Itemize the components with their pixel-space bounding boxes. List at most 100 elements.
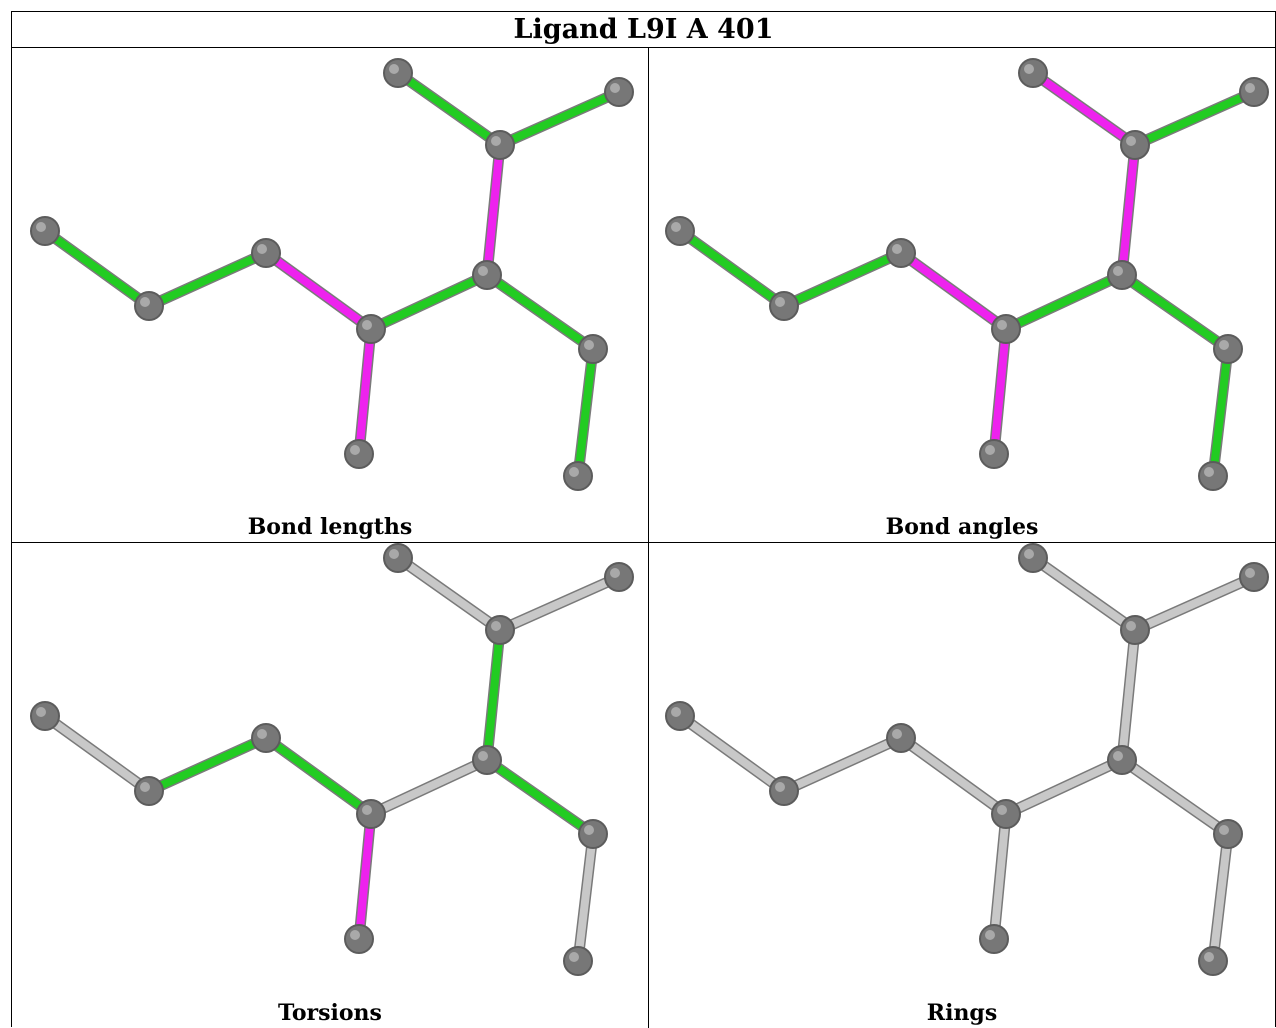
bond xyxy=(1118,626,1139,764)
bond xyxy=(394,554,504,634)
panel-bond-angles: Bond angles xyxy=(649,48,1275,543)
bond xyxy=(780,249,905,310)
atom xyxy=(886,723,916,753)
atom xyxy=(1018,543,1048,573)
bonds-group xyxy=(674,552,1260,967)
atom-highlight xyxy=(610,568,620,578)
bond xyxy=(1029,554,1139,634)
bond xyxy=(367,271,491,333)
atom xyxy=(769,776,799,806)
atom xyxy=(383,58,413,88)
atom-highlight xyxy=(1113,751,1123,761)
atom xyxy=(1120,130,1150,160)
atom xyxy=(1239,562,1269,592)
bond xyxy=(1209,345,1232,480)
bond xyxy=(483,271,597,353)
atom-highlight xyxy=(985,445,995,455)
atom xyxy=(472,745,502,775)
atom xyxy=(578,334,608,364)
atom xyxy=(356,314,386,344)
atom-highlight xyxy=(584,825,594,835)
atom xyxy=(485,130,515,160)
atom-highlight xyxy=(478,751,488,761)
bond xyxy=(676,227,788,310)
bond xyxy=(1002,756,1126,818)
atom-highlight xyxy=(36,707,46,717)
atom xyxy=(30,701,60,731)
bond xyxy=(1209,830,1232,965)
bond xyxy=(496,573,623,634)
bond xyxy=(483,626,504,764)
atom-highlight xyxy=(671,707,681,717)
bond xyxy=(1118,141,1139,279)
bond xyxy=(145,249,270,310)
atom xyxy=(251,723,281,753)
atom-highlight xyxy=(389,549,399,559)
bond xyxy=(1131,88,1258,149)
atom xyxy=(472,260,502,290)
bonds-group xyxy=(39,67,625,482)
atom-highlight xyxy=(569,952,579,962)
bond xyxy=(1131,573,1258,634)
atom xyxy=(485,615,515,645)
atom-highlight xyxy=(389,64,399,74)
bond xyxy=(41,712,153,795)
atom xyxy=(30,216,60,246)
atom xyxy=(578,819,608,849)
atom-highlight xyxy=(1024,549,1034,559)
atom-highlight xyxy=(671,222,681,232)
atom-highlight xyxy=(478,266,488,276)
atom-highlight xyxy=(997,320,1007,330)
panel-caption-rings: Rings xyxy=(926,1000,998,1026)
atom-highlight xyxy=(892,244,902,254)
atom-highlight xyxy=(892,729,902,739)
atom-highlight xyxy=(1245,83,1255,93)
atom xyxy=(1107,260,1137,290)
atom xyxy=(991,314,1021,344)
atom xyxy=(1107,745,1137,775)
atom-highlight xyxy=(257,244,267,254)
atom xyxy=(886,238,916,268)
bonds-group xyxy=(674,67,1260,482)
atom xyxy=(665,701,695,731)
bond xyxy=(574,830,597,965)
atom xyxy=(134,776,164,806)
atom-highlight xyxy=(584,340,594,350)
atom-highlight xyxy=(1204,467,1214,477)
atom xyxy=(134,291,164,321)
atom xyxy=(604,562,634,592)
atom-highlight xyxy=(1219,340,1229,350)
panel-caption-bond-lengths: Bond lengths xyxy=(247,514,413,540)
atom xyxy=(1018,58,1048,88)
bond xyxy=(1118,756,1232,838)
bonds-group xyxy=(39,552,625,967)
atom xyxy=(356,799,386,829)
atom-highlight xyxy=(1024,64,1034,74)
bond xyxy=(145,734,270,795)
atom xyxy=(251,238,281,268)
bond xyxy=(897,249,1010,333)
atom-highlight xyxy=(610,83,620,93)
atom xyxy=(1213,819,1243,849)
atom-highlight xyxy=(775,782,785,792)
bond xyxy=(262,249,375,333)
bond xyxy=(41,227,153,310)
bond xyxy=(990,810,1010,943)
atom-highlight xyxy=(491,136,501,146)
atom-highlight xyxy=(1126,621,1136,631)
atoms-group xyxy=(665,58,1269,491)
bond xyxy=(1029,69,1139,149)
atom-highlight xyxy=(362,805,372,815)
atom xyxy=(344,439,374,469)
panel-caption-bond-angles: Bond angles xyxy=(885,514,1039,540)
atom xyxy=(1213,334,1243,364)
atom-highlight xyxy=(985,930,995,940)
atom-highlight xyxy=(775,297,785,307)
atom-highlight xyxy=(350,445,360,455)
atom xyxy=(1198,461,1228,491)
validation-figure: Ligand L9I A 401 Bond lengths Bond angle… xyxy=(11,11,1276,1028)
atom xyxy=(979,924,1009,954)
atom-highlight xyxy=(362,320,372,330)
molecule-view-bond-lengths xyxy=(30,58,634,491)
bond xyxy=(574,345,597,480)
